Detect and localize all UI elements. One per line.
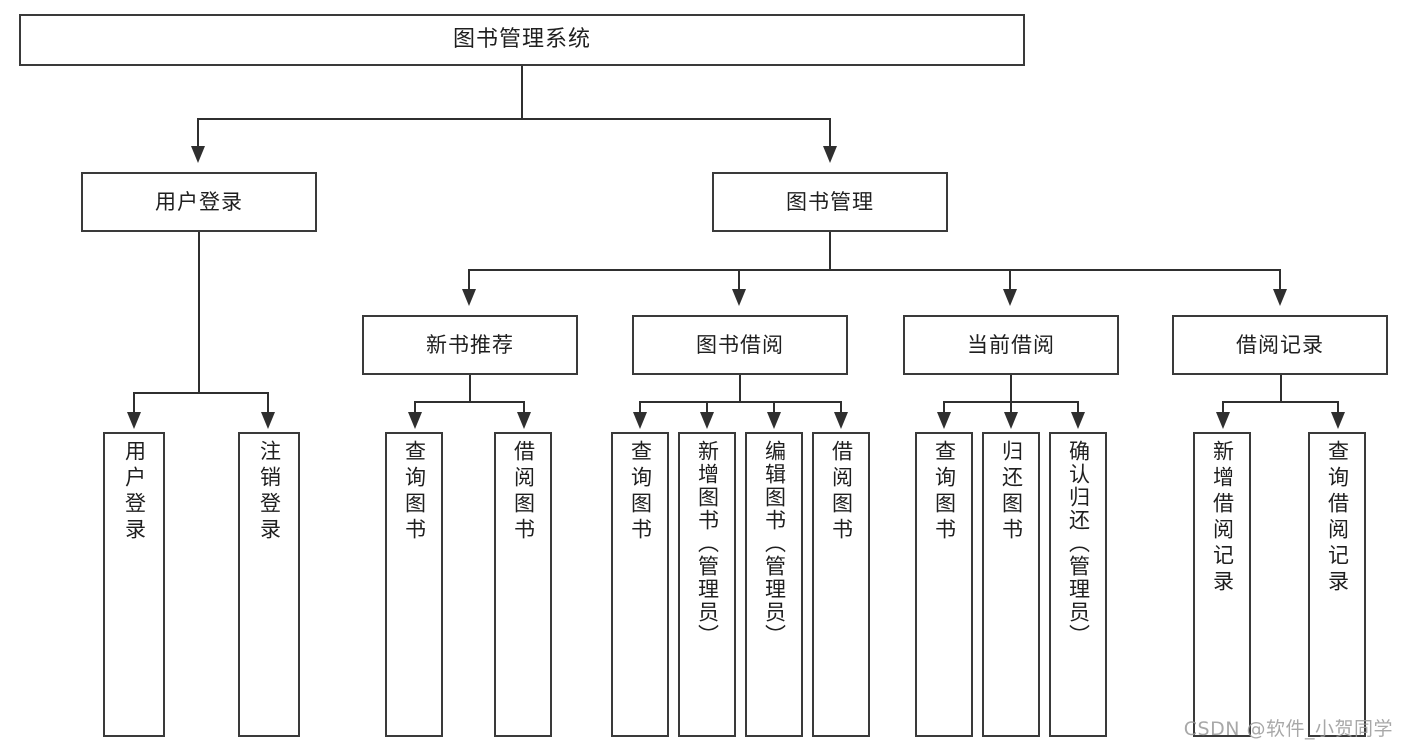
arrow-newbook-to-leaf2 — [517, 412, 531, 429]
arrow-bookmgmt-to-new — [462, 289, 476, 306]
connector-records-to-leaf1 — [1222, 401, 1225, 414]
arrow-borrow-to-leaf1 — [633, 412, 647, 429]
connector-bookmgmt-to-current — [1009, 269, 1012, 291]
node-label: 归还图书 — [999, 440, 1024, 544]
connector-current-to-leaf1 — [943, 401, 946, 414]
connector-current-to-leaf3 — [1077, 401, 1080, 414]
node-label: 用户登录 — [122, 440, 147, 544]
arrow-bookmgmt-to-current — [1003, 289, 1017, 306]
node-label: 编辑图书（管理员） — [762, 440, 787, 647]
node-label: 图书管理 — [786, 189, 874, 214]
leaf-borrow-query-book[interactable]: 查询图书 — [611, 432, 669, 737]
arrow-newbook-to-leaf1 — [408, 412, 422, 429]
connector-bookmgmt-to-borrow — [738, 269, 741, 291]
connector-login-stem — [198, 232, 201, 393]
leaf-user-login-logout[interactable]: 注销登录 — [238, 432, 300, 737]
connector-borrow-stem — [739, 375, 742, 402]
leaf-user-login-login[interactable]: 用户登录 — [103, 432, 165, 737]
node-new-book-recommend[interactable]: 新书推荐 — [362, 315, 578, 375]
connector-bookmgmt-bus — [468, 269, 1281, 272]
node-root-system[interactable]: 图书管理系统 — [19, 14, 1025, 66]
node-book-borrow[interactable]: 图书借阅 — [632, 315, 848, 375]
connector-current-stem — [1010, 375, 1013, 402]
leaf-current-query-book[interactable]: 查询图书 — [915, 432, 973, 737]
leaf-newbook-borrow[interactable]: 借阅图书 — [494, 432, 552, 737]
connector-current-to-leaf2 — [1010, 401, 1013, 414]
node-book-management[interactable]: 图书管理 — [712, 172, 948, 232]
node-label: 图书借阅 — [696, 332, 784, 357]
arrow-borrow-to-leaf2 — [700, 412, 714, 429]
arrow-bookmgmt-to-records — [1273, 289, 1287, 306]
connector-newbook-to-leaf2 — [523, 401, 526, 414]
connector-root-to-login — [197, 118, 200, 146]
node-label: 查询图书 — [932, 440, 957, 544]
arrow-root-to-login — [191, 146, 205, 163]
node-label: 当前借阅 — [967, 332, 1055, 357]
node-label: 图书管理系统 — [452, 27, 591, 53]
leaf-current-confirm-return-admin[interactable]: 确认归还（管理员） — [1049, 432, 1107, 737]
arrow-login-to-leaf2 — [261, 412, 275, 429]
arrow-borrow-to-leaf3 — [767, 412, 781, 429]
connector-newbook-stem — [469, 375, 472, 402]
connector-root-bus — [197, 118, 831, 121]
node-label: 新增图书（管理员） — [695, 440, 720, 647]
connector-bookmgmt-to-records — [1279, 269, 1282, 291]
arrow-current-to-leaf1 — [937, 412, 951, 429]
node-label: 查询图书 — [628, 440, 653, 544]
connector-bookmgmt-stem — [829, 232, 832, 270]
connector-login-to-leaf1 — [133, 392, 136, 414]
leaf-borrow-add-book-admin[interactable]: 新增图书（管理员） — [678, 432, 736, 737]
arrow-root-to-bookmgmt — [823, 146, 837, 163]
node-label: 借阅图书 — [511, 440, 536, 544]
leaf-newbook-query[interactable]: 查询图书 — [385, 432, 443, 737]
connector-borrow-to-leaf3 — [773, 401, 776, 414]
leaf-records-query-record[interactable]: 查询借阅记录 — [1308, 432, 1366, 737]
node-label: 借阅记录 — [1236, 332, 1324, 357]
arrow-bookmgmt-to-borrow — [732, 289, 746, 306]
leaf-borrow-edit-book-admin[interactable]: 编辑图书（管理员） — [745, 432, 803, 737]
node-label: 新增借阅记录 — [1210, 440, 1235, 596]
node-label: 确认归还（管理员） — [1066, 440, 1091, 647]
connector-root-to-bookmgmt — [829, 118, 832, 146]
leaf-current-return-book[interactable]: 归还图书 — [982, 432, 1040, 737]
connector-login-to-leaf2 — [267, 392, 270, 414]
arrow-current-to-leaf2 — [1004, 412, 1018, 429]
arrow-records-to-leaf2 — [1331, 412, 1345, 429]
leaf-records-add-record[interactable]: 新增借阅记录 — [1193, 432, 1251, 737]
node-label: 查询图书 — [402, 440, 427, 544]
connector-borrow-bus — [639, 401, 841, 404]
node-label: 用户登录 — [155, 189, 243, 214]
node-label: 查询借阅记录 — [1325, 440, 1350, 596]
node-borrow-records[interactable]: 借阅记录 — [1172, 315, 1388, 375]
connector-records-bus — [1222, 401, 1339, 404]
node-label: 新书推荐 — [426, 332, 514, 357]
node-label: 借阅图书 — [829, 440, 854, 544]
leaf-borrow-borrow-book[interactable]: 借阅图书 — [812, 432, 870, 737]
connector-borrow-to-leaf1 — [639, 401, 642, 414]
connector-borrow-to-leaf4 — [840, 401, 843, 414]
connector-newbook-to-leaf1 — [414, 401, 417, 414]
arrow-current-to-leaf3 — [1071, 412, 1085, 429]
connector-root-stem — [521, 66, 524, 119]
arrow-login-to-leaf1 — [127, 412, 141, 429]
node-label: 注销登录 — [257, 440, 282, 544]
node-user-login[interactable]: 用户登录 — [81, 172, 317, 232]
connector-records-stem — [1280, 375, 1283, 402]
connector-borrow-to-leaf2 — [706, 401, 709, 414]
arrow-records-to-leaf1 — [1216, 412, 1230, 429]
arrow-borrow-to-leaf4 — [834, 412, 848, 429]
connector-newbook-bus — [414, 401, 525, 404]
node-current-borrow[interactable]: 当前借阅 — [903, 315, 1119, 375]
connector-bookmgmt-to-new — [468, 269, 471, 291]
connector-records-to-leaf2 — [1337, 401, 1340, 414]
connector-login-bus — [133, 392, 269, 395]
